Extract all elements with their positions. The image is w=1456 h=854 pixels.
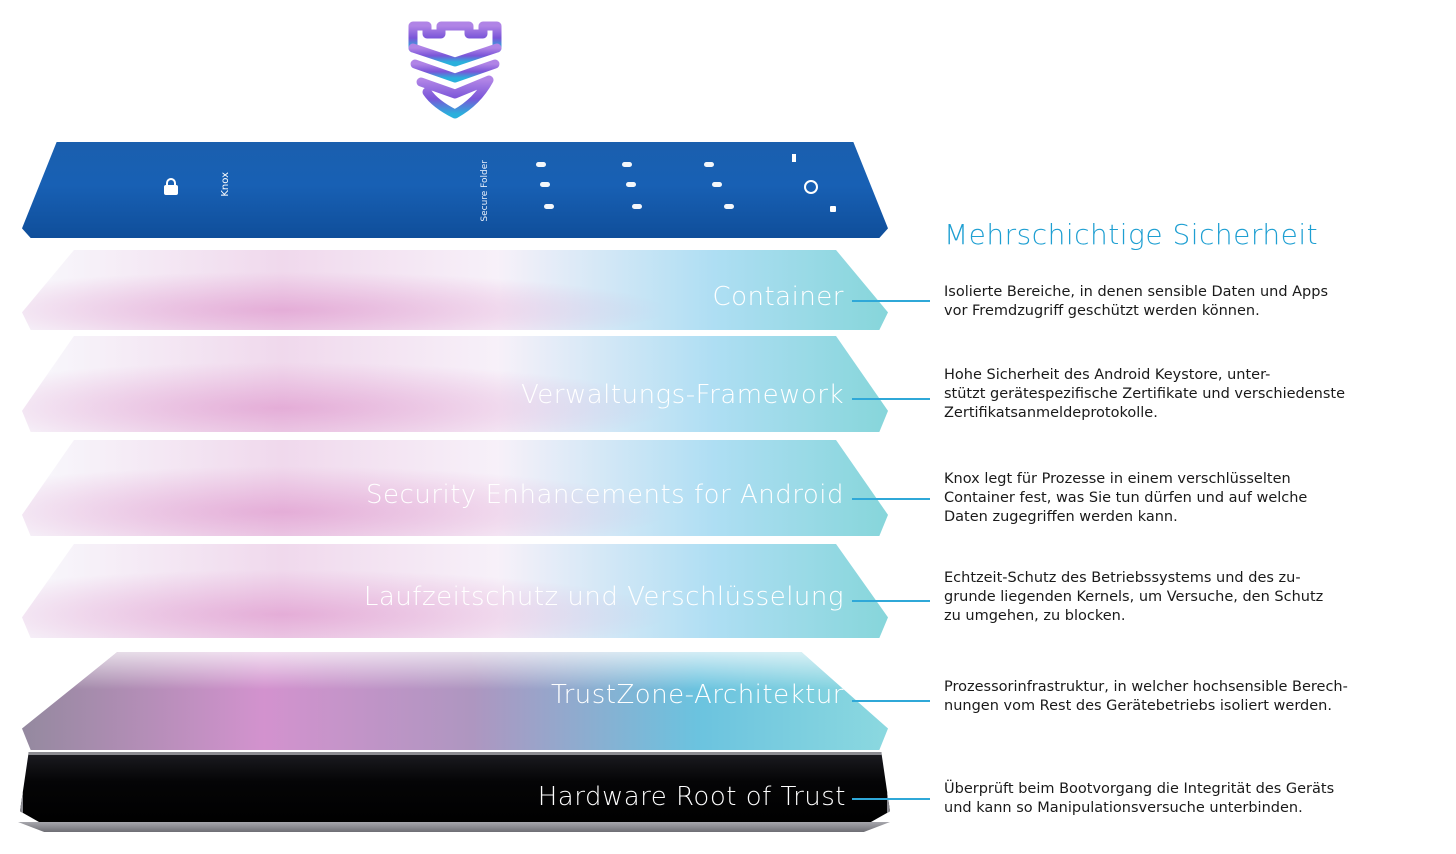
status-icon bbox=[792, 154, 796, 162]
container-layer: Container bbox=[22, 250, 888, 330]
connector-line bbox=[852, 300, 930, 302]
device-frame bbox=[18, 822, 890, 832]
app-icon bbox=[544, 204, 554, 209]
app-icon bbox=[724, 204, 734, 209]
section-heading: Mehrschichtige Sicherheit bbox=[944, 218, 1319, 251]
runtime-layer: Laufzeitschutz und Verschlüsselung bbox=[22, 544, 888, 638]
lock-icon bbox=[164, 178, 178, 195]
app-icon bbox=[632, 204, 642, 209]
connector-line bbox=[852, 498, 930, 500]
layer-label-framework: Verwaltungs-Framework bbox=[521, 380, 844, 410]
connector-line bbox=[852, 700, 930, 702]
app-icon bbox=[622, 162, 632, 167]
nav-icon bbox=[830, 206, 836, 212]
hardware-layer: Hardware Root of Trust bbox=[20, 752, 890, 826]
framework-layer: Verwaltungs-Framework bbox=[22, 336, 888, 432]
app-label: Knox bbox=[220, 172, 231, 197]
app-icon bbox=[540, 182, 550, 187]
device-screen-layer: Knox Secure Folder bbox=[22, 142, 888, 238]
layer-description: Isolierte Bereiche, in denen sensible Da… bbox=[944, 284, 1329, 319]
app-icon bbox=[536, 162, 546, 167]
layer-description: Überprüft beim Bootvorgang die Integritä… bbox=[944, 781, 1335, 816]
layer-label-container: Container bbox=[712, 282, 844, 312]
secure-label: Secure Folder bbox=[480, 160, 490, 222]
layer-description: Hohe Sicherheit des Android Keystore, un… bbox=[944, 367, 1346, 421]
layer-label-hardware: Hardware Root of Trust bbox=[537, 782, 846, 812]
app-icon bbox=[704, 162, 714, 167]
app-icon bbox=[712, 182, 722, 187]
home-button-icon bbox=[804, 180, 818, 194]
layer-description: Echtzeit-Schutz des Betriebssystems und … bbox=[944, 570, 1324, 624]
layer-description: Prozessorinfrastruktur, in welcher hochs… bbox=[944, 679, 1348, 714]
layer-label-seandroid: Security Enhancements for Android bbox=[366, 480, 844, 510]
layer-label-trustzone: TrustZone-Architektur bbox=[551, 680, 844, 710]
trustzone-layer: TrustZone-Architektur bbox=[22, 652, 888, 750]
knox-shield-icon bbox=[408, 21, 502, 119]
connector-line bbox=[852, 600, 930, 602]
seandroid-layer: Security Enhancements for Android bbox=[22, 440, 888, 536]
layer-label-runtime: Laufzeitschutz und Verschlüsselung bbox=[363, 582, 844, 612]
layer-description: Knox legt für Prozesse in einem verschlü… bbox=[944, 471, 1308, 525]
connector-line bbox=[852, 798, 930, 800]
app-icon bbox=[626, 182, 636, 187]
connector-line bbox=[852, 398, 930, 400]
